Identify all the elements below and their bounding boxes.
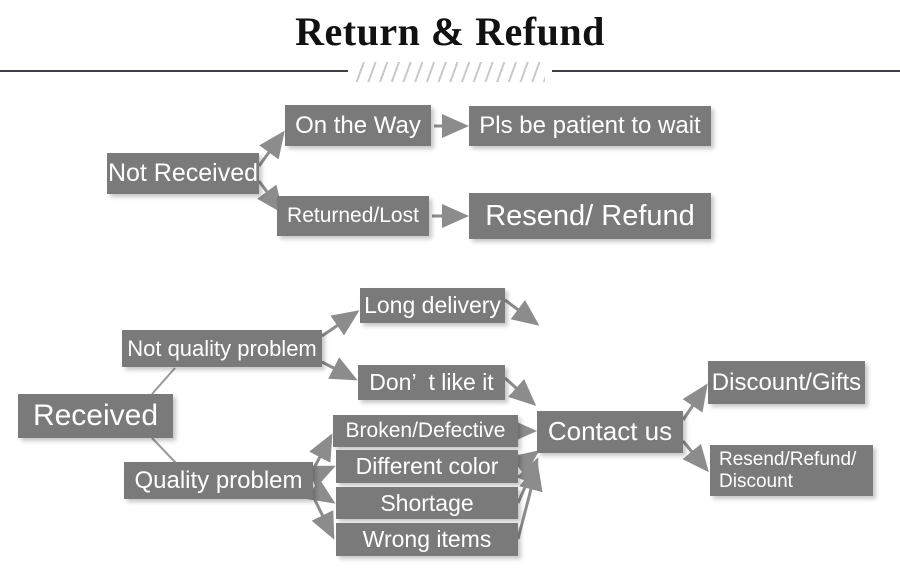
flow-node-not-quality-problem: Not quality problem — [122, 330, 322, 367]
divider-rule-left — [0, 70, 348, 72]
edge-nqp-long-delivery — [321, 310, 360, 338]
edge-contact-us-resend-refund-discount — [681, 440, 709, 473]
flow-node-returned-lost: Returned/Lost — [277, 196, 429, 236]
edge-received-not-quality-problem — [151, 367, 176, 395]
flow-node-broken-defective: Broken/Defective — [333, 415, 518, 447]
header-divider — [0, 62, 900, 86]
edge-long-delivery-contact-us — [504, 298, 540, 326]
diagonal-hatch-ornament-icon — [355, 62, 545, 82]
flow-node-pls-be-patient: Pls be patient to wait — [469, 106, 711, 146]
edge-qp-wrong-items — [311, 495, 335, 540]
edge-qp-broken-defective — [309, 433, 333, 471]
page-title: Return & Refund — [295, 9, 605, 54]
edge-different-color-contact-us — [510, 450, 540, 476]
flow-node-long-delivery: Long delivery — [360, 288, 505, 323]
flow-node-not-received: Not Received — [107, 153, 259, 194]
edge-not-received-on-the-way — [257, 130, 285, 167]
flow-node-on-the-way: On the Way — [285, 105, 431, 146]
flow-node-dont-like-it: Don’ t like it — [358, 365, 505, 400]
edge-qp-different-color — [306, 465, 336, 488]
flow-node-resend-refund-discount: Resend/Refund/ Discount — [710, 445, 873, 496]
edge-wrong-items-contact-us — [516, 463, 543, 540]
flow-node-contact-us: Contact us — [537, 411, 683, 453]
flow-node-quality-problem: Quality problem — [124, 462, 313, 499]
divider-rule-right — [552, 70, 900, 72]
flow-node-received: Received — [18, 394, 173, 438]
edge-contact-us-discount-gifts — [681, 383, 708, 421]
edge-qp-shortage — [306, 478, 336, 504]
flow-node-discount-gifts: Discount/Gifts — [708, 361, 865, 404]
flow-node-wrong-items: Wrong items — [336, 523, 518, 556]
header: Return & Refund — [0, 0, 900, 90]
edge-received-quality-problem — [151, 437, 177, 464]
edge-shortage-contact-us — [516, 457, 539, 504]
flow-node-different-color: Different color — [336, 450, 518, 483]
flow-node-resend-refund: Resend/ Refund — [469, 193, 711, 239]
edge-dont-like-it-contact-us — [503, 376, 537, 407]
edge-nqp-dont-like-it — [321, 357, 358, 381]
flow-node-shortage: Shortage — [336, 487, 518, 519]
